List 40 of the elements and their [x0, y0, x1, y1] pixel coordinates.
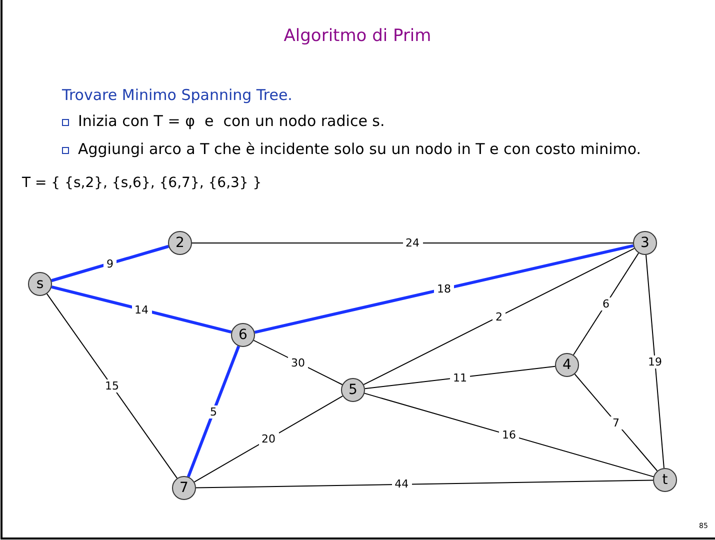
- edge-weight: 24: [402, 236, 422, 250]
- graph-node: s: [28, 272, 52, 296]
- graph-node: 7: [172, 476, 196, 500]
- edge-weight: 18: [434, 282, 454, 296]
- graph-edge: [51, 244, 169, 282]
- graph-edge: [254, 244, 634, 334]
- edge-weight: 2: [492, 310, 506, 323]
- graph-edge: [572, 252, 640, 356]
- graph-edge: [196, 480, 654, 488]
- tree-set-text: T = { {s,2}, {s,6}, {6,7}, {6,3} }: [22, 175, 262, 191]
- graph-edge: [192, 242, 634, 244]
- graph-node: 4: [555, 353, 579, 377]
- graph-edge: [364, 392, 654, 478]
- graph-edge: [253, 340, 343, 386]
- graph-edge: [574, 374, 658, 472]
- slide-title: Algoritmo di Prim: [282, 26, 432, 46]
- graph-edge: [363, 248, 635, 386]
- edge-weight: 9: [104, 257, 116, 270]
- edge-weight: 6: [600, 298, 612, 310]
- edge-weight: 5: [207, 405, 220, 418]
- graph-edge: [364, 366, 556, 390]
- graph-edge: [194, 396, 344, 482]
- subtitle: Trovare Minimo Spanning Tree.: [62, 86, 292, 104]
- graph-edge: [51, 285, 232, 334]
- edge-weight: 16: [499, 428, 519, 442]
- edge-weight: 11: [450, 371, 470, 384]
- bullet-text: Inizia con T = φ e con un nodo radice s.: [78, 112, 385, 130]
- bullet-text: Aggiungi arco a T che è incidente solo su un nodo in T e con costo minimo.: [78, 140, 642, 158]
- edge-weight: 20: [258, 432, 278, 446]
- graph-edge: [186, 346, 240, 478]
- edge-weight: 30: [288, 356, 308, 369]
- graph-node: 2: [168, 231, 192, 255]
- graph-edge: [646, 254, 664, 469]
- graph-edge: [46, 293, 178, 479]
- graph-node: t: [653, 468, 677, 492]
- graph-node: 5: [341, 378, 365, 402]
- edge-weight: 14: [132, 303, 152, 316]
- edge-weight: 7: [610, 416, 622, 429]
- graph-node: 6: [231, 323, 255, 347]
- graph-node: 3: [633, 231, 657, 255]
